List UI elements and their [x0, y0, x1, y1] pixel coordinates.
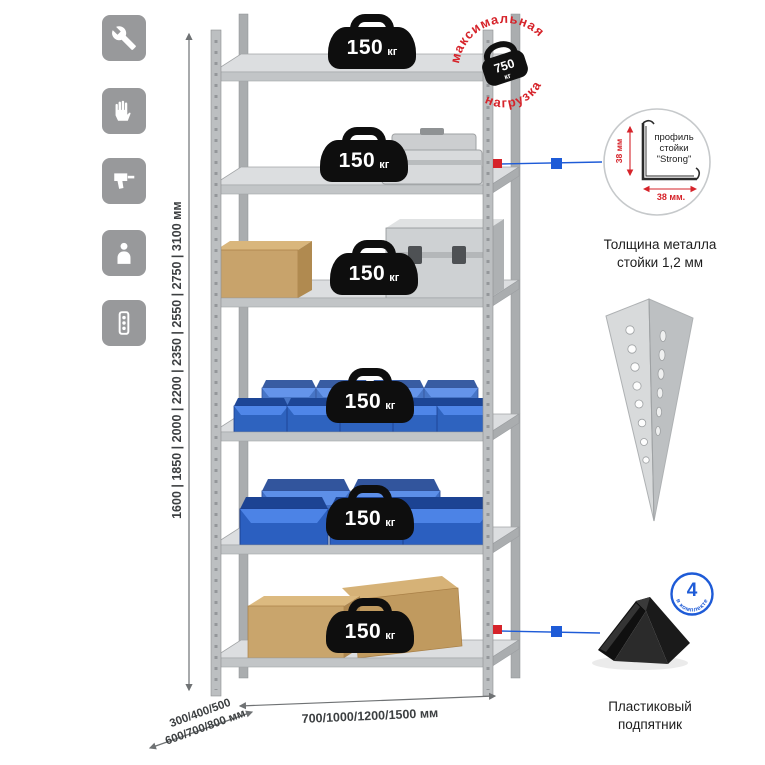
stamp-weight-value: 750 — [492, 56, 516, 76]
profile-caption-line1: Толщина металла — [603, 237, 717, 252]
cardboard-box — [215, 241, 312, 299]
max-load-stamp: максимальная нагрузка 750 кг — [445, 8, 550, 118]
depth-dimension-line — [148, 710, 254, 750]
profile-label-line3: "Strong" — [657, 154, 692, 165]
shelf-load-badge: 150 кг — [330, 253, 418, 295]
plastic-foot-image — [592, 597, 690, 670]
load-unit: кг — [385, 516, 396, 529]
marker-red-square — [493, 625, 502, 634]
load-unit: кг — [379, 158, 390, 171]
load-value: 150 — [338, 149, 376, 172]
qty-in-set-badge: 4 в комплекте — [670, 572, 714, 616]
wrench-icon — [102, 15, 146, 61]
shelf-load-badge: 150 кг — [328, 27, 416, 69]
shelf-load-badge: 150 кг — [326, 611, 414, 653]
foot-caption: Пластиковый подпятник — [570, 698, 730, 734]
width-dimension-line — [238, 692, 497, 710]
marker-red-square — [493, 159, 502, 168]
foot-caption-line2: подпятник — [617, 717, 683, 733]
qty-number: 4 — [687, 580, 698, 601]
profile-caption: Толщина металла стойки 1,2 мм — [580, 236, 740, 272]
profile-label-line2: стойки — [659, 143, 688, 154]
foot-connector — [493, 625, 601, 637]
profile-dim-horizontal: 38 мм. — [657, 192, 685, 202]
level-icon — [102, 300, 146, 346]
shelf-load-badge: 150 кг — [326, 381, 414, 423]
shelf-load-badge: 150 кг — [320, 140, 408, 182]
load-value: 150 — [346, 36, 384, 59]
profile-caption-line2: стойки 1,2 мм — [616, 255, 704, 271]
load-unit: кг — [385, 629, 396, 642]
load-value: 150 — [344, 390, 382, 413]
glove-icon — [102, 88, 146, 134]
stamp-weight-unit: кг — [503, 71, 512, 82]
load-unit: кг — [389, 271, 400, 284]
marker-blue-square — [551, 158, 562, 169]
stamp-kettlebell-icon: 750 кг — [482, 41, 528, 86]
profile-dim-vertical: 38 мм — [614, 139, 624, 163]
load-unit: кг — [387, 45, 398, 58]
load-value: 150 — [344, 620, 382, 643]
profile-label-line1: профиль — [654, 132, 693, 143]
profile-connector — [493, 158, 603, 169]
corner-post-image — [605, 298, 694, 522]
load-unit: кг — [385, 399, 396, 412]
post-profile-callout: 38 мм 38 мм. профиль стойки "Strong" — [603, 108, 711, 216]
height-dimension-label: 1600 | 1850 | 2000 | 2200 | 2350 | 2550 … — [169, 201, 184, 519]
drill-icon — [102, 158, 146, 204]
foot-caption-line1: Пластиковый — [608, 699, 692, 714]
person-icon — [102, 230, 146, 276]
shelf-load-badge: 150 кг — [326, 498, 414, 540]
load-value: 150 — [348, 262, 386, 285]
rack-back-posts — [238, 13, 521, 679]
load-value: 150 — [344, 507, 382, 530]
marker-blue-square — [551, 626, 562, 637]
